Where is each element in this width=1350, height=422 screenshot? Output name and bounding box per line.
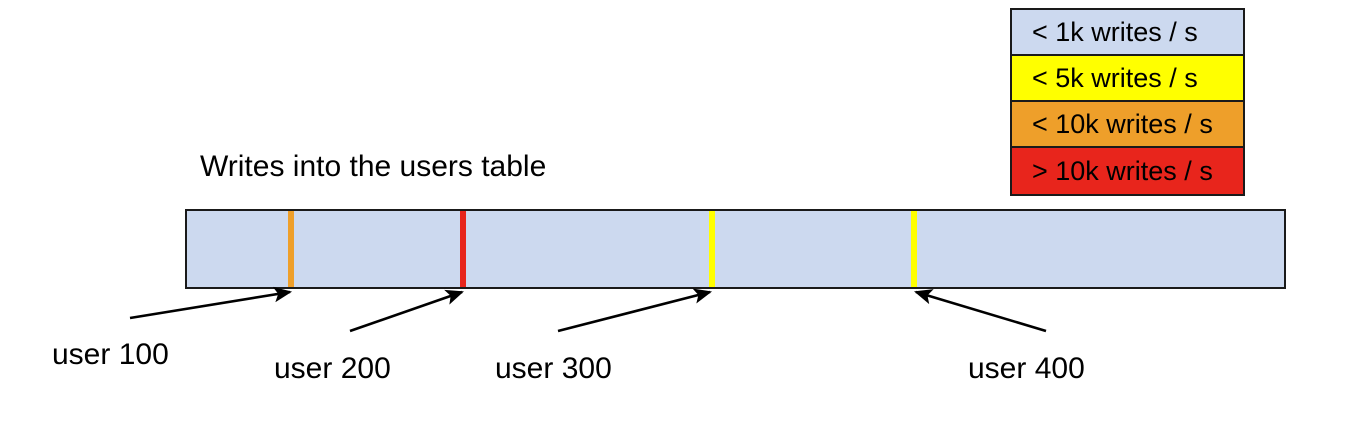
callout-user-400-arrow bbox=[914, 289, 1047, 333]
users-table-bar bbox=[185, 209, 1286, 289]
callout-label-user-300: user 300 bbox=[495, 352, 612, 385]
legend-row-over-10k: > 10k writes / s bbox=[1012, 148, 1243, 194]
legend-row-under-10k: < 10k writes / s bbox=[1012, 102, 1243, 148]
callout-label-user-200: user 200 bbox=[274, 352, 391, 385]
legend-label-over-10k: > 10k writes / s bbox=[1032, 155, 1213, 186]
hot-stripe-user-300 bbox=[709, 211, 715, 287]
writes-throughput-legend: < 1k writes / s < 5k writes / s < 10k wr… bbox=[1010, 8, 1245, 196]
hot-stripe-user-200 bbox=[460, 211, 466, 287]
legend-row-under-1k: < 1k writes / s bbox=[1012, 10, 1243, 56]
callout-user-300-arrow bbox=[557, 288, 713, 333]
callout-label-user-400: user 400 bbox=[968, 352, 1085, 385]
callout-label-user-100: user 100 bbox=[52, 338, 169, 371]
hot-stripe-user-100 bbox=[288, 211, 294, 287]
legend-label-under-10k: < 10k writes / s bbox=[1032, 108, 1213, 139]
legend-label-under-1k: < 1k writes / s bbox=[1032, 16, 1198, 47]
diagram-title: Writes into the users table bbox=[200, 150, 547, 183]
hot-stripe-user-400 bbox=[911, 211, 917, 287]
callout-user-100-arrow bbox=[129, 286, 293, 320]
callout-user-200-arrow bbox=[349, 289, 464, 333]
legend-label-under-5k: < 5k writes / s bbox=[1032, 62, 1198, 93]
legend-row-under-5k: < 5k writes / s bbox=[1012, 56, 1243, 102]
